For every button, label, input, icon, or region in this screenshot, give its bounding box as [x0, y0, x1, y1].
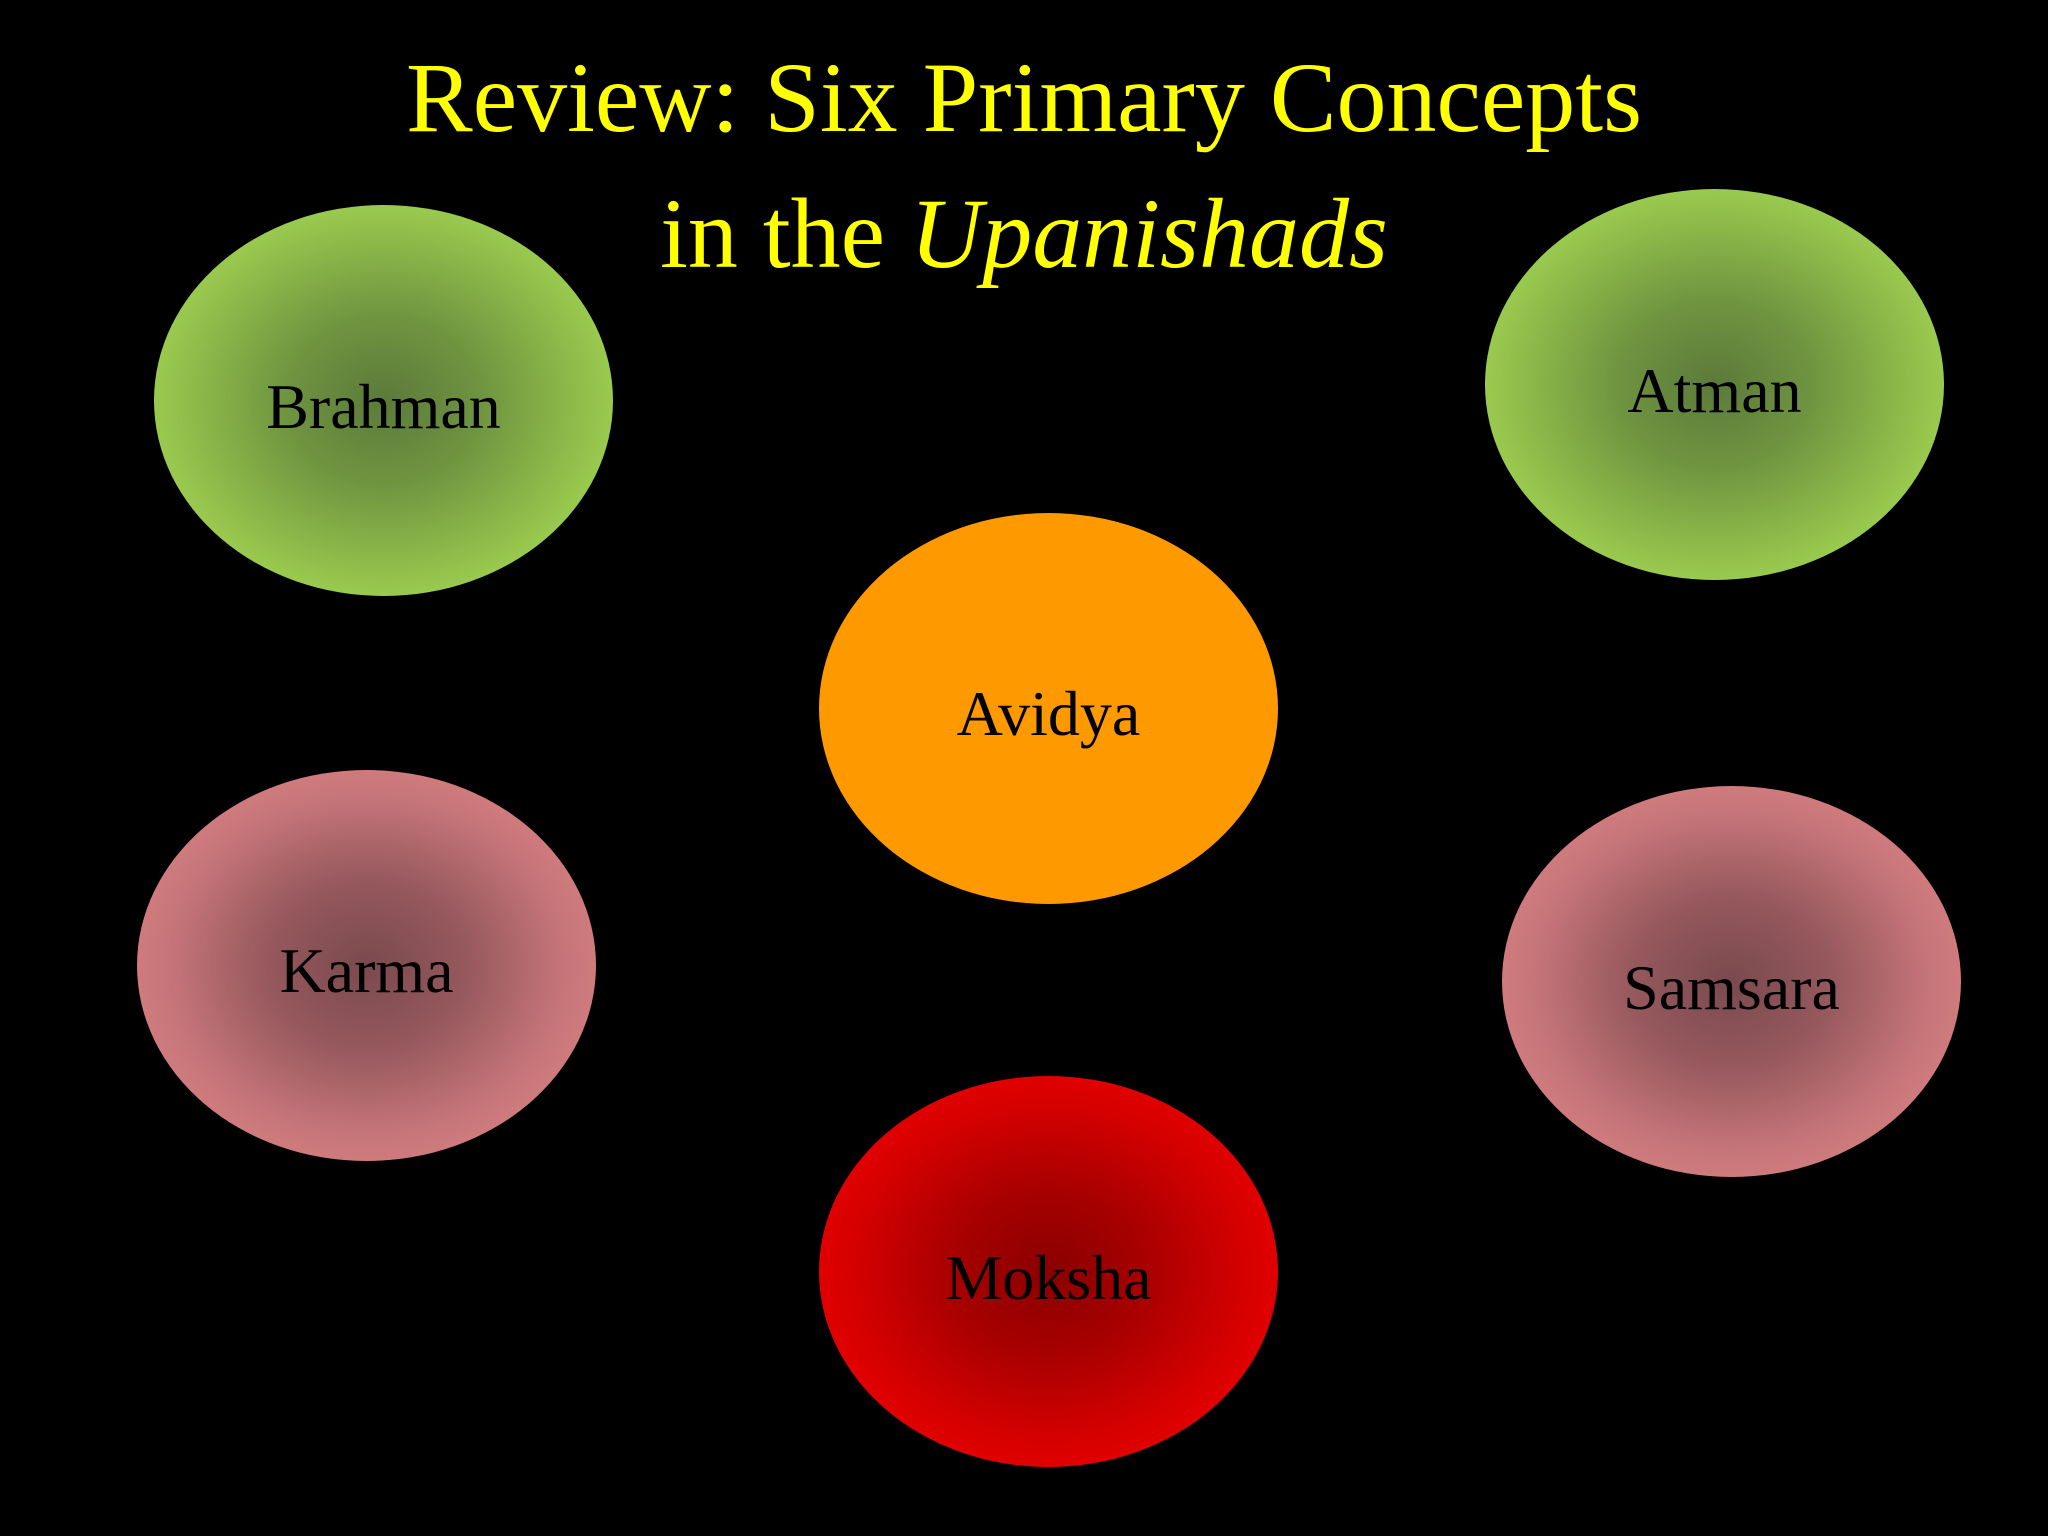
title-line-1: Review: Six Primary Concepts [406, 42, 1642, 153]
concept-moksha: Moksha [819, 1076, 1278, 1467]
concept-karma: Karma [137, 770, 596, 1161]
concept-samsara: Samsara [1502, 786, 1961, 1177]
concept-label: Moksha [945, 1241, 1152, 1313]
concept-label: Atman [1627, 354, 1802, 426]
slide-title: Review: Six Primary Concepts in the Upan… [0, 30, 2048, 302]
concept-label: Avidya [956, 677, 1141, 749]
concept-label: Samsara [1623, 951, 1840, 1023]
concept-label: Karma [279, 934, 454, 1006]
title-line-2-prefix: in the [660, 178, 911, 289]
concept-atman: Atman [1485, 189, 1944, 580]
title-line-2: in the Upanishads [0, 166, 2048, 302]
title-line-2-italic: Upanishads [910, 178, 1388, 289]
concept-avidya: Avidya [819, 513, 1278, 904]
concept-label: Brahman [266, 370, 501, 442]
concept-brahman: Brahman [154, 205, 613, 596]
